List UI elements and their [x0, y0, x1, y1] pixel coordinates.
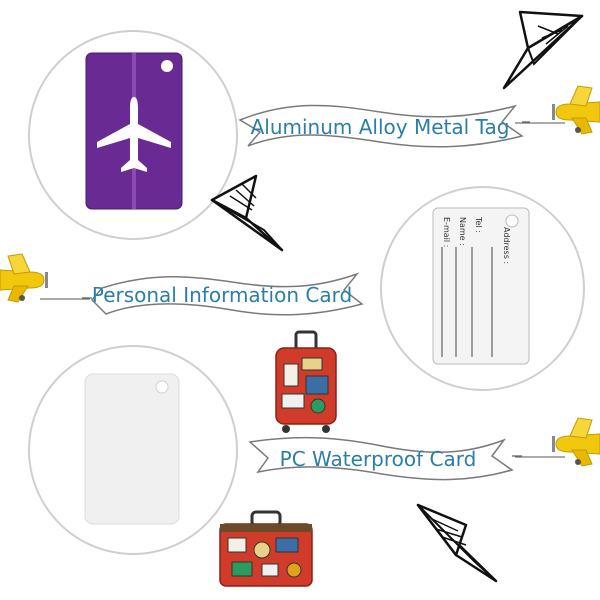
- personal-card-image: Address : Tel : Name : E-mail :: [432, 207, 530, 365]
- airplane-icon: [97, 97, 171, 172]
- banner-aluminum-text: Aluminum Alloy Metal Tag: [251, 115, 510, 139]
- paper-plane-icon: [210, 174, 284, 252]
- suitcase-icon: [275, 330, 337, 433]
- banner-personal: Personal Information Card: [82, 272, 364, 316]
- tow-line-2: [40, 298, 90, 300]
- tow-line-3: [515, 456, 565, 458]
- email-label: E-mail :: [442, 217, 451, 247]
- paper-plane-icon: [416, 503, 498, 583]
- banner-pc-text: PC Waterproof Card: [280, 447, 477, 471]
- banner-pc: PC Waterproof Card: [248, 436, 522, 481]
- toy-plane-icon: [552, 85, 600, 135]
- aluminum-tag-image: [85, 52, 183, 210]
- tow-line-1: [515, 122, 565, 124]
- banner-personal-text: Personal Information Card: [92, 283, 352, 307]
- name-label: Name :: [458, 217, 467, 246]
- address-label: Address :: [502, 227, 511, 264]
- tel-label: Tel :: [474, 216, 483, 233]
- banner-aluminum: Aluminum Alloy Metal Tag: [238, 104, 530, 148]
- pc-card-image: [84, 373, 180, 525]
- luggage-icon: [219, 510, 313, 587]
- paper-plane-icon: [502, 10, 584, 90]
- toy-plane-icon: [552, 417, 600, 467]
- toy-plane-icon: [0, 253, 48, 303]
